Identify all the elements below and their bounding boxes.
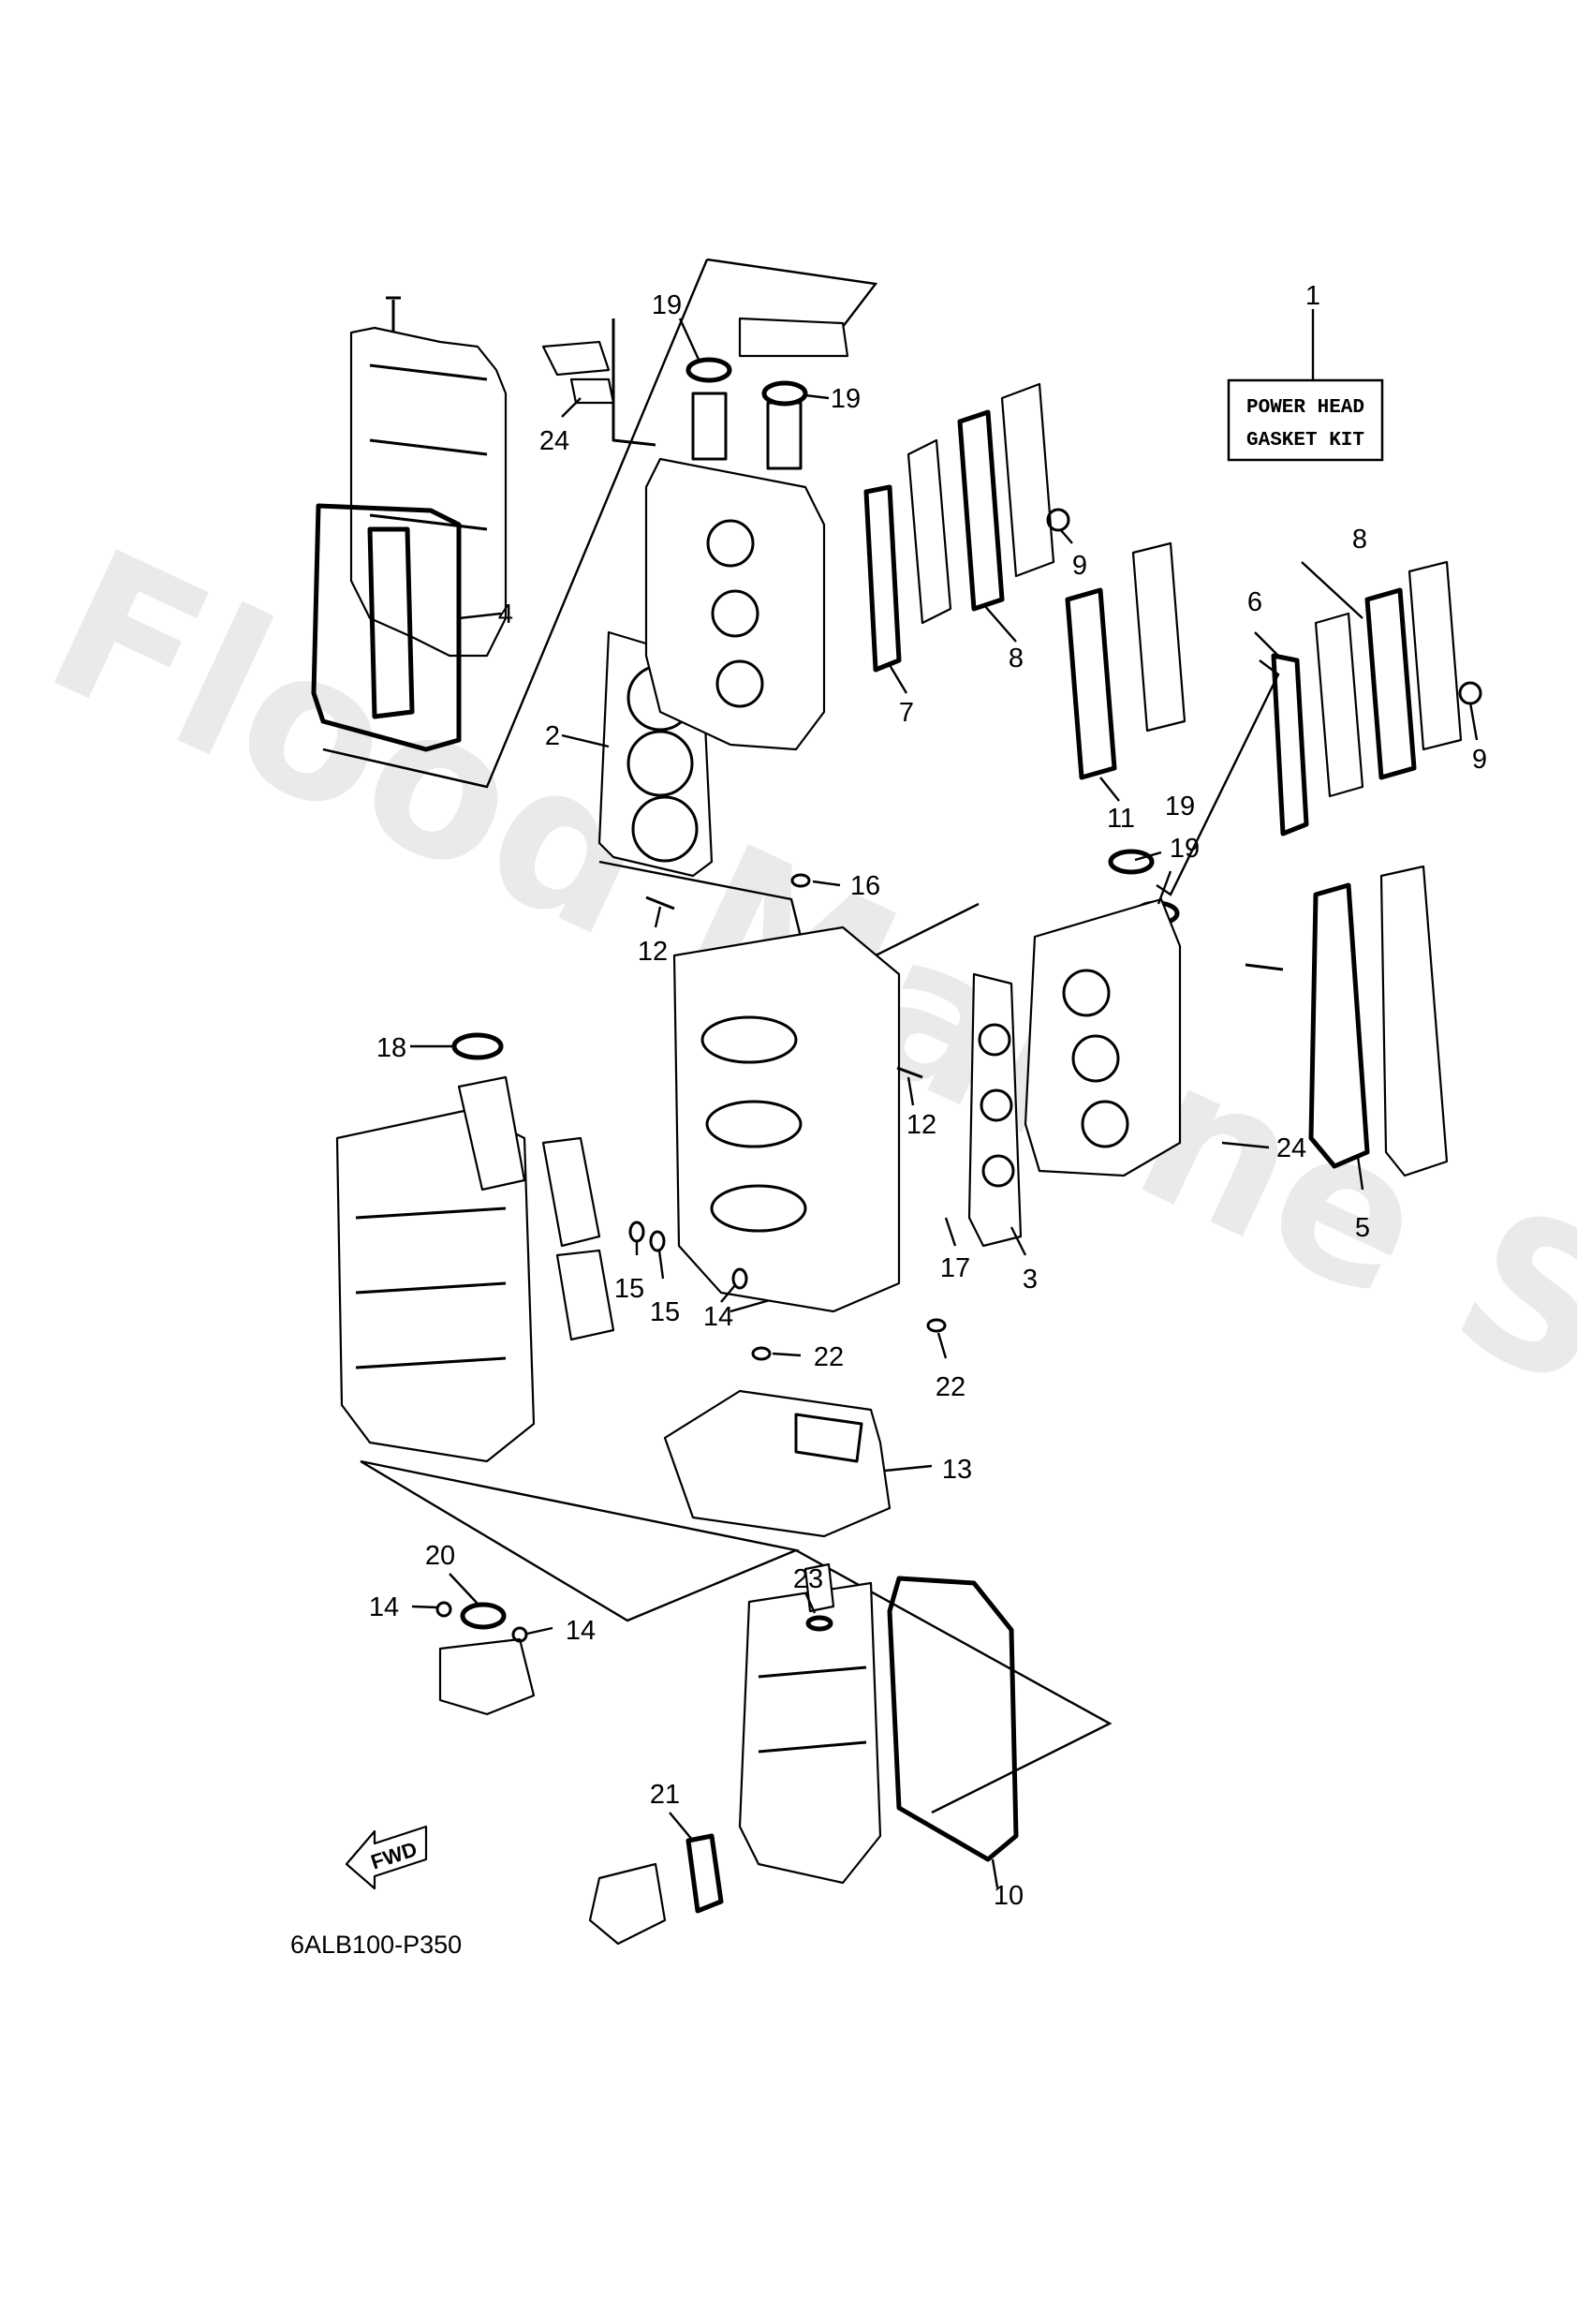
callout-6: 6: [1247, 587, 1262, 617]
callout-24a: 24: [539, 426, 569, 456]
callout-18: 18: [376, 1033, 406, 1063]
callout-19b: 19: [831, 384, 861, 414]
callout-22b: 22: [936, 1372, 965, 1402]
callout-8b: 8: [1352, 525, 1367, 555]
callout-7: 7: [899, 698, 914, 728]
rocker-cover-right: [1308, 865, 1449, 1177]
callout-22a: 22: [814, 1342, 844, 1372]
callout-1: 1: [1305, 281, 1320, 311]
rocker-cover-left: [311, 296, 508, 752]
water-pump: [435, 1601, 536, 1716]
o-rings: [628, 873, 947, 1361]
kit-line-1: POWER HEAD: [1246, 397, 1364, 419]
callout-14a: 14: [703, 1302, 733, 1332]
lower-case: [738, 1576, 1019, 1885]
crankcase-left: [335, 1075, 615, 1463]
bolts: [645, 896, 1284, 1079]
kit-line-2: GASKET KIT: [1246, 430, 1364, 451]
callout-leaders: [410, 309, 1479, 1888]
callout-19c: 19: [1165, 792, 1195, 822]
callout-24b: 24: [1276, 1133, 1306, 1163]
callout-2: 2: [545, 721, 560, 751]
callout-15a: 15: [614, 1274, 644, 1304]
oil-seal-18: [451, 1032, 504, 1060]
callout-13: 13: [942, 1455, 972, 1485]
group-boundary-lines: [322, 258, 1280, 1814]
callout-16: 16: [850, 871, 880, 901]
cylinder-head-right: [1024, 897, 1182, 1177]
oil-seals-upper: [685, 357, 808, 407]
exhaust-covers-right: [1065, 541, 1482, 836]
callout-3: 3: [1023, 1265, 1038, 1295]
callout-14c: 14: [566, 1616, 596, 1646]
cylinder-block: [672, 925, 901, 1313]
callout-10: 10: [994, 1881, 1024, 1911]
fwd-arrow: FWD: [345, 1825, 428, 1890]
callout-9a: 9: [1072, 551, 1087, 581]
callout-14b: 14: [369, 1592, 399, 1622]
callout-4: 4: [498, 600, 513, 629]
callout-labels: 1 19 19 24 4 9 8 7 8 6 9 2 11 19 19 16 1…: [369, 281, 1487, 1911]
callout-19a: 19: [652, 290, 682, 320]
exhaust-covers-upper: [863, 382, 1070, 673]
callout-12a: 12: [638, 937, 668, 967]
callout-11: 11: [1107, 804, 1135, 834]
diagram-code: 6ALB100-P350: [290, 1931, 462, 1959]
head-gasket-right: [967, 972, 1023, 1248]
callout-17: 17: [940, 1253, 970, 1283]
callout-21: 21: [650, 1780, 680, 1810]
callout-23: 23: [793, 1564, 823, 1594]
crankcase-gasket: [663, 1389, 892, 1538]
callout-20: 20: [425, 1541, 455, 1571]
callout-15b: 15: [650, 1297, 680, 1327]
thermostat-housing: [588, 1562, 835, 1946]
callout-8a: 8: [1009, 644, 1024, 674]
callout-12b: 12: [906, 1110, 936, 1140]
callout-9b: 9: [1472, 745, 1487, 775]
callout-5: 5: [1355, 1213, 1370, 1243]
gasket-kit-box: POWER HEAD GASKET KIT: [1227, 378, 1384, 462]
callout-19d: 19: [1170, 834, 1200, 864]
cylinder-head-left: [644, 317, 849, 751]
sensor-upper: [541, 318, 656, 447]
